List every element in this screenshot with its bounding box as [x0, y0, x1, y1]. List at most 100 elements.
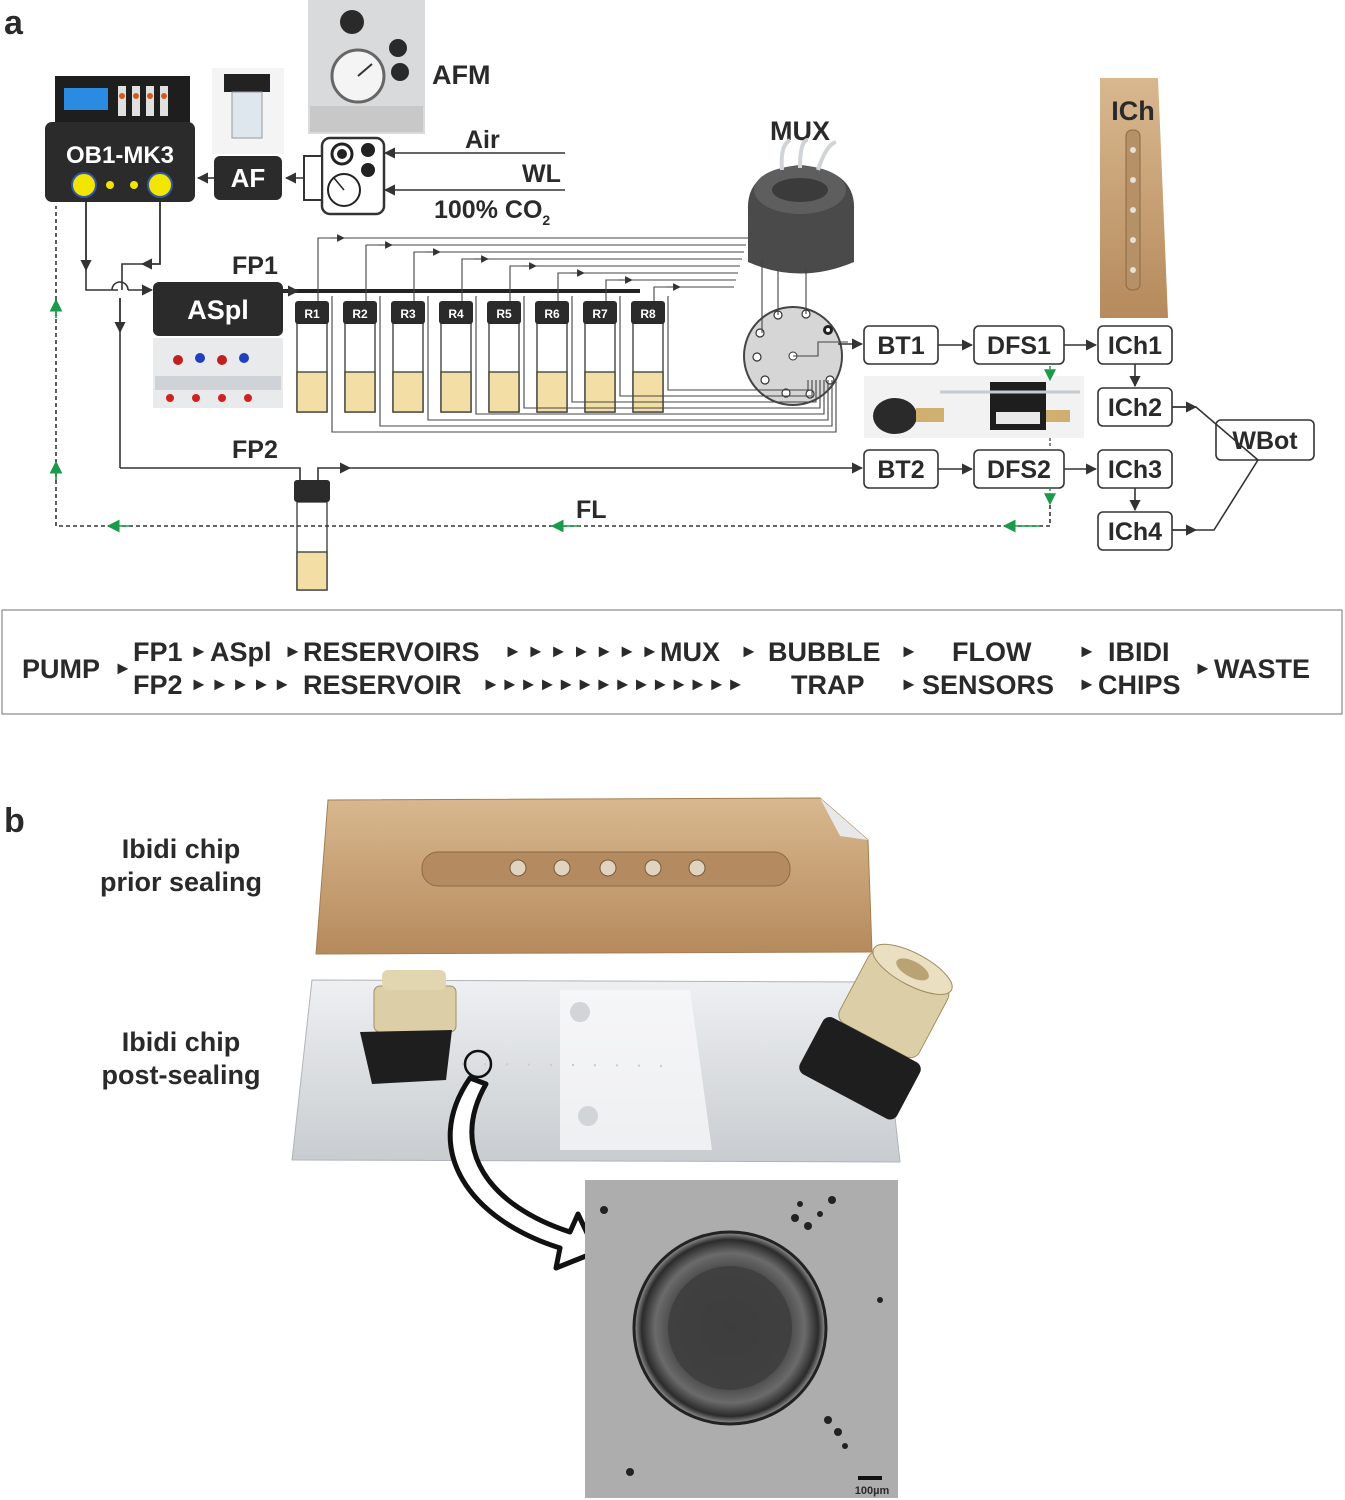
wbot-box: WBot [1215, 419, 1315, 461]
mux-label: MUX [770, 116, 830, 146]
mux-line-top-3 [413, 251, 744, 301]
mux-line-top-4 [461, 258, 742, 301]
summary-bubble: BUBBLE [768, 637, 881, 667]
svg-text:►►►►►►►: ►►►►►►► [504, 641, 664, 661]
fp2-reservoir [294, 480, 330, 591]
summary-reservoir: RESERVOIR [303, 670, 462, 700]
reservoir-label-5: R5 [496, 307, 512, 321]
bt2-box: BT2 [863, 449, 939, 489]
svg-text:►: ► [900, 641, 918, 661]
reservoir-5: R5 [487, 301, 521, 413]
reservoir-2: R2 [343, 301, 377, 413]
ich1-box: ICh1 [1097, 325, 1173, 365]
mux-photo: MUX [747, 116, 855, 274]
summary-chips: CHIPS [1098, 670, 1181, 700]
mux-valve [743, 306, 848, 406]
mux-line-top-8 [653, 286, 734, 301]
bt2-label: BT2 [877, 456, 924, 484]
mux-line-top-5 [509, 265, 740, 301]
panel-letter-b: b [4, 802, 25, 840]
gas-wl-label: WL [522, 160, 561, 188]
afm-photo [308, 0, 425, 134]
summary-mux: MUX [660, 637, 720, 667]
summary-fp1: FP1 [133, 637, 183, 667]
reservoir-label-2: R2 [352, 307, 368, 321]
gas-air-label: Air [465, 126, 500, 154]
label-prior-line1: Ibidi chip [122, 834, 241, 864]
reservoir-label-4: R4 [448, 307, 464, 321]
reservoir-8: R8 [631, 301, 665, 413]
aspl-splitter: ASpl [153, 282, 283, 336]
mux-line-top-7 [605, 279, 736, 301]
mux-line-bottom-8 [667, 296, 809, 391]
mux-line-top-6 [557, 272, 738, 301]
summary-ibidi: IBIDI [1108, 637, 1170, 667]
svg-text:►: ► [900, 674, 918, 694]
mux-line-top-1 [317, 237, 748, 301]
aspl-label: ASpl [187, 295, 249, 325]
summary-fp2: FP2 [133, 670, 183, 700]
ich4-box: ICh4 [1097, 511, 1173, 551]
reservoir-1: R1 [295, 301, 329, 413]
svg-text:►: ► [1194, 658, 1212, 678]
reservoir-label-3: R3 [400, 307, 416, 321]
svg-text:►: ► [740, 641, 758, 661]
aspl-photo [153, 338, 283, 408]
reservoir-7: R7 [583, 301, 617, 413]
reservoir-to-mux-lines [317, 234, 837, 433]
gas-co2-label: 100% CO2 [434, 196, 550, 228]
ibidi-chip-prior-photo [315, 797, 873, 955]
afm-label: AFM [432, 60, 490, 90]
mux-line-bottom-7 [619, 296, 813, 397]
ob1-photo [55, 76, 190, 128]
scale-bar-label: 100µm [855, 1485, 890, 1497]
fp1-label: FP1 [232, 252, 278, 280]
summary-sensors: SENSORS [922, 670, 1054, 700]
ob1-mk3-pump: OB1-MK3 [45, 122, 195, 202]
flow-sensor-photo [864, 376, 1084, 438]
reservoir-row: R1 R2 R3 R4 R5 R6 R7 R8 [295, 301, 665, 413]
fl-label: FL [576, 496, 607, 524]
spheroid-micrograph: 100µm [585, 1180, 898, 1498]
ich3-label: ICh3 [1108, 456, 1162, 484]
dfs1-label: DFS1 [987, 332, 1051, 360]
bt1-label: BT1 [877, 332, 924, 360]
reservoir-label-7: R7 [592, 307, 608, 321]
summary-waste: WASTE [1214, 654, 1310, 684]
gas-mixer [303, 136, 386, 216]
mux-line-bottom-1 [331, 296, 837, 433]
label-post-line2: post-sealing [101, 1060, 260, 1090]
svg-text:►: ► [114, 658, 132, 678]
ich-photo-label: ICh [1111, 96, 1155, 126]
ich-photo: ICh [1100, 78, 1168, 318]
summary-reservoirs: RESERVOIRS [303, 637, 480, 667]
af-photo [212, 68, 284, 154]
ich2-box: ICh2 [1097, 387, 1173, 427]
svg-text:►: ► [1078, 641, 1096, 661]
ich3-box: ICh3 [1097, 449, 1173, 489]
ich2-label: ICh2 [1108, 394, 1162, 422]
wbot-label: WBot [1232, 427, 1298, 455]
flow-summary: PUMP ► FP1 ► ASpl ► RESERVOIRS ►►►►►►► M… [1, 609, 1343, 715]
label-prior-line2: prior sealing [100, 867, 262, 897]
svg-text:►: ► [190, 641, 208, 661]
summary-pump: PUMP [22, 654, 100, 684]
svg-text:►: ► [284, 641, 302, 661]
af-label: AF [231, 163, 266, 193]
reservoir-6: R6 [535, 301, 569, 413]
reservoir-3: R3 [391, 301, 425, 413]
dfs2-label: DFS2 [987, 456, 1051, 484]
dfs1-box: DFS1 [973, 325, 1065, 365]
dfs2-box: DFS2 [973, 449, 1065, 489]
mux-line-bottom-3 [427, 296, 829, 421]
mux-line-bottom-2 [379, 296, 833, 427]
af-filter: AF [214, 156, 282, 200]
panel-letter-a: a [4, 4, 24, 42]
ich1-label: ICh1 [1108, 332, 1162, 360]
ich4-label: ICh4 [1108, 518, 1162, 546]
reservoir-4: R4 [439, 301, 473, 413]
bt1-box: BT1 [863, 325, 939, 365]
reservoir-label-8: R8 [640, 307, 656, 321]
mux-line-bottom-6 [571, 296, 817, 403]
